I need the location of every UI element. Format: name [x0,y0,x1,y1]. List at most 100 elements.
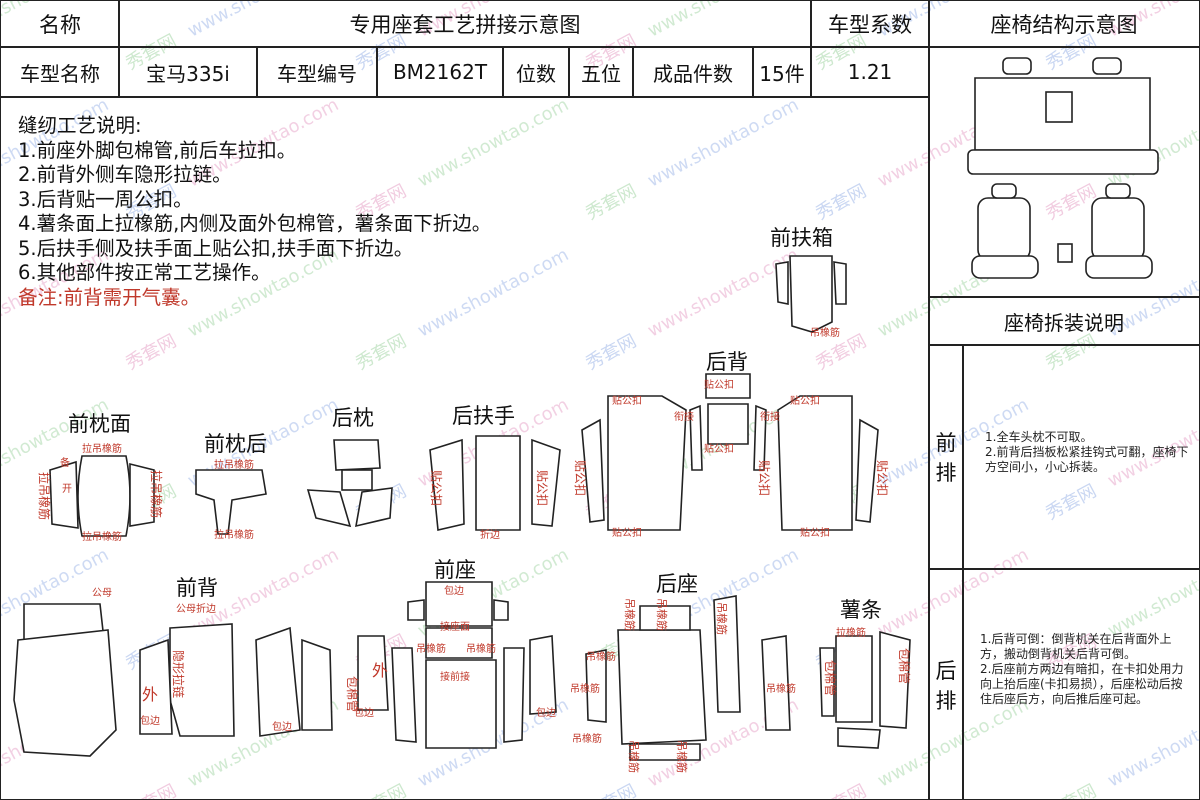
rear-back-wing-right [753,404,767,471]
ann-rear-seat-hang-right: 吊橡筋 [766,682,796,695]
front-seat-tab-left [407,599,425,621]
name-label: 名称 [39,13,81,37]
label-rear-armrest: 后扶手 [452,404,515,428]
piece-rear-pillow [306,439,393,528]
ann-rear-seat-hang-br: 吊橡筋 [675,740,689,773]
ann-rear-seat-hang-side: 吊橡筋 [715,602,729,635]
model-code-label: 车型编号 [277,61,357,86]
ann-front-pillow-back: 备 [60,456,70,469]
seats-value: 五位 [581,61,621,86]
front-armrest-box-main [789,255,833,333]
struct-headrest-left [1002,57,1032,75]
struct-rear-seat [967,149,1159,175]
note-remark: 备注:前背需开气囊。 [18,285,201,309]
front-armrest-box-side-right [833,261,847,305]
ann-rear-back-stick-bottom-right: 贴公扣 [800,526,830,539]
ann-rear-back-stick-vert-mid: 贴公扣 [757,460,771,496]
page-title: 专用座套工艺拼接示意图 [349,13,581,37]
ann-front-back-outer: 外 [142,685,158,704]
front-pillow-face-left [49,460,79,529]
ann-rear-back-joint-right: 衔接 [760,410,780,423]
ann-front-seat-wrap: 包棉管 [345,676,360,712]
piece-front-pillow-face [49,455,155,537]
front-seat-right-inner [503,647,525,743]
rear-seat-bottom [629,743,701,761]
struct-headrest-right [1092,57,1122,75]
rear-seat-left [585,649,607,723]
front-back-right [255,626,301,737]
model-name-cell: 宝马335i [118,46,258,98]
front-seat-middle [425,627,493,659]
ann-rear-back-joint-left: 衔接 [674,410,694,423]
rear-back-right-side [855,418,879,523]
seats-label-cell: 位数 [502,46,570,98]
rear-instructions: 1.后背可倒：倒背机关在后背面外上方，搬动倒背机关后背可倒。 2.后座前方两边有… [980,632,1184,706]
ann-front-pillow-bottom: 拉吊橡筋 [82,530,122,543]
ann-shu-tiao-wrap-left: 包棉管 [823,660,838,696]
coefficient-cell: 1.21 [810,46,930,98]
rear-armrest-right [531,438,561,527]
coefficient-value: 1.21 [847,60,893,84]
label-front-pillow-face: 前枕面 [68,412,131,436]
piece-rear-back [581,373,879,531]
label-front-seat: 前座 [434,558,476,582]
front-instructions: 1.全车头枕不可取。 2.前背后挡板松紧挂钩式可翻，座椅下方空间小，小心拆装。 [985,430,1189,474]
seats-label: 位数 [516,61,556,86]
front-row-text: 前排 [935,431,957,485]
sewing-notes: 缝纫工艺说明: 1.前座外脚包棉管,前后车拉扣。 2.前背外侧车隐形拉链。 3.… [18,114,491,310]
ann-rear-armrest-stick-left: 贴公扣 [429,470,443,506]
ann-rear-seat-hang-bl: 吊橡筋 [627,740,641,773]
ann-front-back-mother-fold: 公母折边 [176,602,216,615]
ann-front-seat-outer: 外 [372,661,388,680]
notes-heading: 缝纫工艺说明: [18,114,142,137]
front-row-label: 前排 [930,428,962,488]
rear-back-left-main [607,395,687,531]
ann-front-seat-hang-right: 吊橡筋 [466,642,496,655]
ann-front-seat-edge: 包边 [444,584,464,597]
rear-seat-right [713,595,741,713]
front-armrest-box-side-left [775,261,789,305]
ann-rear-back-stick-vert-right: 贴公扣 [875,460,889,496]
struct-front-head-right [1105,183,1131,199]
struct-front-seat-right [1091,197,1145,261]
ann-front-seat-bag-edge: 包边 [354,706,374,719]
ann-rear-seat-hang-mid: 吊橡筋 [586,650,616,663]
coef-label: 车型系数 [828,13,912,37]
struct-small-part [1057,243,1073,263]
ann-shu-tiao-wrap-right: 包棉管 [897,648,912,684]
piece-front-pillow-back [195,469,267,535]
struct-title: 座椅结构示意图 [990,13,1138,37]
label-rear-seat: 后座 [656,572,698,596]
front-pillow-face-main [77,455,131,537]
note-item-5: 5.后扶手侧及扶手面上贴公扣,扶手面下折边。 [18,236,414,260]
ann-rear-back-stick-bottom-left: 贴公扣 [612,526,642,539]
rear-armrest-main [475,435,521,531]
shu-tiao-right [879,630,911,729]
note-item-6: 6.其他部件按正常工艺操作。 [18,261,271,284]
pieces-label: 成品件数 [653,61,733,86]
label-rear-pillow: 后枕 [332,406,374,430]
rear-pillow-top [333,439,381,471]
rear-row-text: 后排 [935,659,957,713]
ann-shu-tiao-elastic: 拉橡筋 [836,626,866,639]
front-seat-left-outer [357,635,389,711]
ann-front-pillow-back-bottom: 拉吊橡筋 [214,528,254,541]
model-name-label-cell: 车型名称 [0,46,120,98]
model-code-cell: BM2162T [376,46,504,98]
rear-seat-top [639,605,691,631]
label-shu-tiao: 薯条 [840,598,882,622]
model-name: 宝马335i [146,61,230,86]
note-item-3: 3.后背贴一周公扣。 [18,187,193,211]
ann-front-pillow-left: 拉吊橡筋 [37,472,52,520]
front-row-label-cell [928,344,964,570]
disassembly-title: 座椅拆装说明 [1004,310,1124,335]
front-back-left [13,629,117,757]
note-item-2: 2.前背外侧车隐形拉链。 [18,163,232,186]
rear-row-label: 后排 [930,656,962,716]
rear-pillow-base [341,469,373,491]
struct-front-cushion-left [971,255,1039,279]
front-pillow-back-main [195,469,267,535]
name-label-cell: 名称 [0,0,120,48]
ann-rear-back-stick-mid: 贴公扣 [704,442,734,455]
shu-tiao-left [819,647,835,717]
